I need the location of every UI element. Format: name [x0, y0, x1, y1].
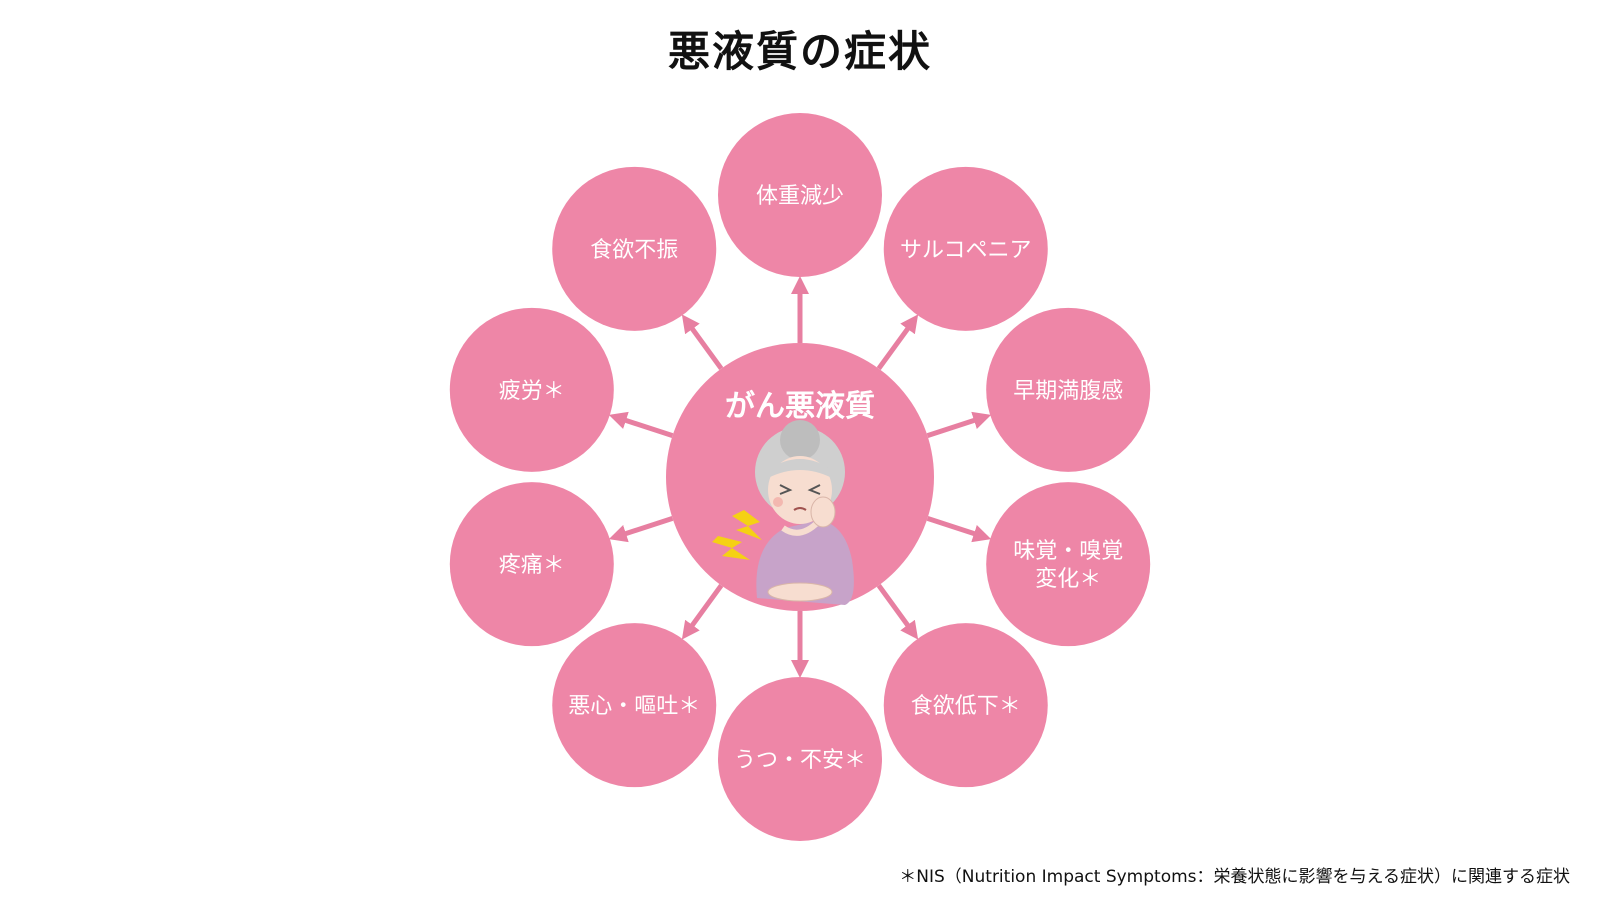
symptom-circle: [883, 623, 1048, 788]
symptom-node: 疲労＊: [449, 307, 614, 472]
arrow: [608, 411, 674, 438]
arrow: [608, 516, 674, 543]
symptom-circle: [552, 623, 717, 788]
center-label: がん悪液質: [725, 389, 875, 424]
symptom-node: 悪心・嘔吐＊: [552, 623, 717, 788]
symptom-label: 食欲不振: [590, 238, 678, 263]
arrow: [681, 314, 724, 371]
hands: [767, 582, 833, 602]
symptom-circle: [986, 307, 1151, 472]
symptom-label: 悪心・嘔吐＊: [568, 694, 700, 719]
symptom-circle: [552, 166, 717, 331]
symptom-label: 疼痛＊: [499, 553, 565, 578]
symptom-label: 体重減少: [756, 184, 844, 209]
elderly-woman-illustration: [755, 420, 854, 605]
symptom-label: 変化＊: [1035, 567, 1101, 592]
symptom-node: 早期満腹感: [986, 307, 1151, 472]
symptom-node: サルコペニア: [883, 166, 1048, 331]
symptom-label: うつ・不安＊: [734, 748, 866, 773]
arrows-layer: [608, 276, 992, 678]
symptom-circle: [986, 482, 1151, 647]
symptom-circle: [883, 166, 1048, 331]
arrow: [926, 411, 992, 438]
lightning-icon: [712, 536, 750, 560]
symptom-circle: [449, 482, 614, 647]
arrow: [876, 314, 919, 371]
page-title: 悪液質の症状: [667, 27, 932, 76]
lightning-icon: [732, 510, 762, 540]
arrow: [681, 583, 724, 640]
symptom-circle: [718, 677, 882, 841]
symptom-label: 早期満腹感: [1013, 379, 1123, 404]
center-node: がん悪液質: [666, 343, 934, 611]
symptom-circle: [718, 113, 882, 277]
symptom-label: 疲労＊: [499, 379, 565, 404]
symptom-label: 味覚・嗅覚: [1013, 539, 1123, 564]
symptom-label: サルコペニア: [900, 238, 1032, 263]
arrow: [926, 516, 992, 543]
symptom-node: 疼痛＊: [449, 482, 614, 647]
symptom-label: 食欲低下＊: [911, 694, 1021, 719]
footnote: ＊NIS（Nutrition Impact Symptoms：栄養状態に影響を与…: [899, 867, 1570, 887]
sweater-shape: [756, 520, 854, 605]
symptom-node: うつ・不安＊: [718, 677, 882, 841]
symptom-node: 食欲低下＊: [883, 623, 1048, 788]
symptom-node: 食欲不振: [552, 166, 717, 331]
symptom-circle: [449, 307, 614, 472]
arrow: [876, 583, 919, 640]
symptom-node: 体重減少: [718, 113, 882, 277]
